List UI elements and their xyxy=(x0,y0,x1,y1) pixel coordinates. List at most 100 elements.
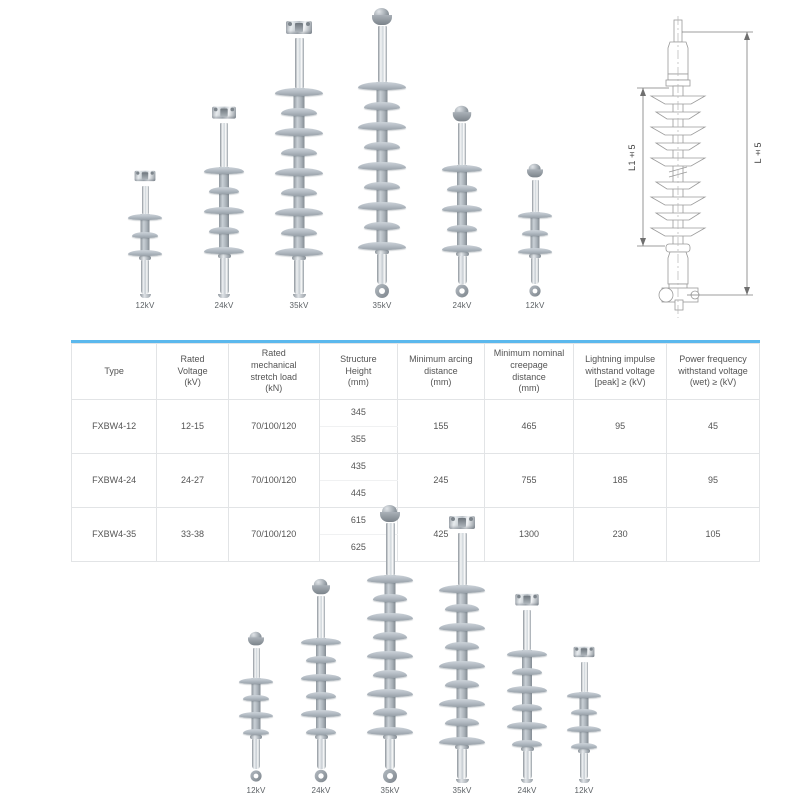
shed xyxy=(447,185,477,192)
insulator-voltage-label: 35kV xyxy=(380,786,400,795)
shed xyxy=(209,227,239,234)
cell-power-frequency: 105 xyxy=(666,507,760,562)
clamp-fitting-icon xyxy=(212,106,236,123)
upper-stem xyxy=(531,180,539,212)
insulator-body xyxy=(439,516,485,783)
specifications-table-container: Type Rated Voltage (kV) Rated mechanical… xyxy=(70,340,760,562)
cell-structure-height: 345 xyxy=(318,399,399,427)
insulator-12kv: 12kV xyxy=(239,630,273,795)
insulator-24kv: 24kV xyxy=(442,105,482,310)
shed xyxy=(306,692,336,699)
insulator-body xyxy=(204,106,244,298)
cell-structure-height: 355 xyxy=(318,426,399,454)
dimension-label-outer: L±5 xyxy=(753,142,763,164)
table-accent-rule xyxy=(71,340,760,343)
shed xyxy=(358,122,406,130)
shed-stack xyxy=(518,212,552,254)
eye-fitting-icon xyxy=(250,770,262,782)
clamp-fitting-icon xyxy=(286,21,312,38)
upper-stem xyxy=(252,648,260,678)
eye-fitting-stem xyxy=(457,256,467,284)
shed xyxy=(306,656,336,663)
insulator-voltage-label: 12kV xyxy=(574,786,594,795)
ball-socket-fitting-icon xyxy=(246,631,265,646)
specifications-table: Type Rated Voltage (kV) Rated mechanical… xyxy=(70,343,760,562)
insulator-24kv: 24kV xyxy=(507,593,547,795)
shed xyxy=(281,148,317,156)
shed xyxy=(275,248,323,256)
taper-fitting-tip xyxy=(139,294,151,298)
shed xyxy=(239,712,273,718)
shed xyxy=(512,668,542,675)
insulator-voltage-label: 24kV xyxy=(517,786,537,795)
shed xyxy=(367,689,413,697)
taper-fitting xyxy=(294,260,304,294)
shed xyxy=(367,613,413,621)
upper-stem xyxy=(457,533,467,585)
shed xyxy=(518,248,552,254)
column-header-type: Type xyxy=(70,343,158,400)
shed xyxy=(301,674,341,681)
shed xyxy=(281,108,317,116)
insulator-body xyxy=(367,505,413,783)
cell-creepage-distance: 755 xyxy=(483,453,575,508)
shed xyxy=(372,708,408,716)
insulator-voltage-label: 24kV xyxy=(452,301,472,310)
shed xyxy=(567,692,601,698)
shed xyxy=(204,167,244,174)
insulator-body xyxy=(358,8,406,298)
shed xyxy=(204,207,244,214)
cell-structure-height: 625 xyxy=(318,534,399,562)
shed xyxy=(358,202,406,210)
core-rod xyxy=(251,678,261,735)
cell-rated-voltage: 24-27 xyxy=(156,453,229,508)
taper-fitting xyxy=(219,258,229,294)
upper-stem xyxy=(220,123,228,167)
column-header-rated-voltage: Rated Voltage (kV) xyxy=(156,343,229,400)
shed xyxy=(301,638,341,645)
shed xyxy=(439,585,485,593)
shed xyxy=(275,168,323,176)
cell-lightning-impulse: 95 xyxy=(573,399,668,454)
shed xyxy=(442,205,482,212)
cell-creepage-distance: 1300 xyxy=(483,507,575,562)
eye-fitting-stem xyxy=(316,739,326,769)
eye-fitting-stem xyxy=(385,739,395,769)
lower-collar xyxy=(250,735,262,739)
taper-fitting-tip xyxy=(578,779,590,783)
insulator-voltage-label: 35kV xyxy=(452,786,472,795)
upper-stem xyxy=(385,523,395,575)
upper-stem xyxy=(523,610,531,650)
column-header-power-frequency: Power frequency withstand voltage (wet) … xyxy=(666,343,760,400)
insulator-35kv: 35kV xyxy=(367,505,413,795)
insulator-body xyxy=(301,578,341,783)
lower-collar xyxy=(455,745,469,749)
shed xyxy=(209,187,239,194)
insulator-24kv: 24kV xyxy=(204,106,244,310)
clamp-fitting-icon xyxy=(134,170,156,185)
shed xyxy=(507,686,547,693)
insulator-body xyxy=(518,162,552,298)
upper-stem xyxy=(317,596,325,638)
shed xyxy=(364,182,400,190)
insulator-body xyxy=(128,169,162,298)
cell-lightning-impulse: 185 xyxy=(573,453,668,508)
shed xyxy=(243,695,269,701)
ball-socket-fitting-icon xyxy=(451,105,473,123)
shed xyxy=(367,727,413,735)
shed xyxy=(367,575,413,583)
shed xyxy=(447,225,477,232)
shed-stack xyxy=(439,585,485,745)
taper-fitting-tip xyxy=(521,779,533,783)
shed xyxy=(571,743,597,749)
eye-fitting-stem xyxy=(377,254,387,284)
insulator-photo-group-bottom: 12kV 24kV 35kV 35kV 24kV 12kV xyxy=(235,505,605,795)
shed-stack xyxy=(275,88,323,256)
column-header-arcing-distance: Minimum arcing distance (mm) xyxy=(397,343,485,400)
shed xyxy=(571,709,597,715)
eye-fitting-icon xyxy=(375,284,389,298)
insulator-24kv: 24kV xyxy=(301,578,341,795)
cell-creepage-distance: 465 xyxy=(483,399,575,454)
